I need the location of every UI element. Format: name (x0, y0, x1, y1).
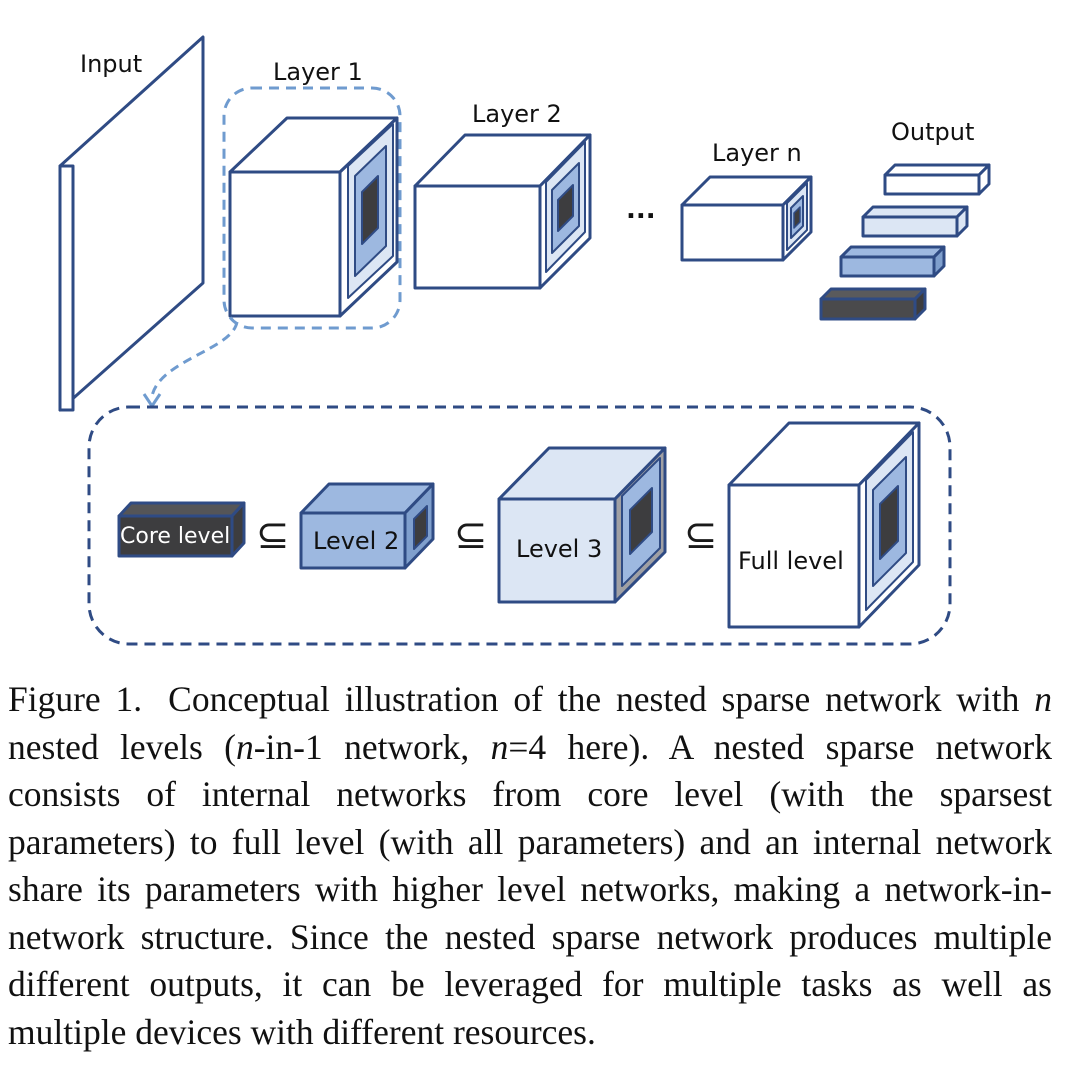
core-level-block (117, 501, 246, 558)
full-level-block (727, 421, 921, 629)
output-bar-3 (839, 245, 946, 278)
layern-label: Layer n (712, 139, 802, 167)
subset-symbol-1: ⊆ (256, 512, 290, 558)
output-label: Output (891, 118, 974, 146)
caption-var-n-2: n (235, 726, 254, 767)
core-level-label: Core level (120, 524, 230, 549)
caption-text-1: Conceptual illustration of the nested sp… (168, 679, 1035, 719)
caption-text-4: =4 here). A nested sparse network consis… (8, 726, 1052, 1052)
layer1-label: Layer 1 (273, 58, 363, 86)
caption-text-3: -in-1 network, (253, 726, 491, 767)
layer1-highlight-box (222, 86, 402, 330)
layer-ellipsis: ... (626, 195, 656, 225)
level3-label: Level 3 (516, 535, 602, 563)
level2-label: Level 2 (313, 527, 399, 555)
layern-cube (680, 175, 813, 262)
full-level-label: Full level (738, 547, 844, 575)
layer2-label: Layer 2 (472, 100, 562, 128)
layer1-cube (228, 116, 399, 318)
output-bar-1 (883, 163, 991, 196)
layer2-cube (413, 133, 592, 290)
output-bar-2 (861, 205, 969, 238)
caption-text-2: nested levels ( (8, 726, 236, 767)
figure-number: Figure 1. (8, 679, 143, 719)
input-label: Input (80, 50, 142, 78)
input-plane (58, 35, 205, 412)
level3-block (497, 446, 667, 604)
output-bar-4 (819, 287, 927, 321)
subset-symbol-3: ⊆ (684, 512, 718, 558)
subset-symbol-2: ⊆ (454, 512, 488, 558)
caption-var-n-1: n (1034, 679, 1052, 719)
caption-var-n-3: n (490, 726, 509, 767)
nested-levels-panel (87, 405, 952, 646)
nested-sparse-network-diagram: Input Layer 1 Layer 2 ... Layer n Output (58, 35, 991, 646)
zoom-arrow (142, 321, 239, 409)
figure-caption: Figure 1. Conceptual illustration of the … (8, 676, 1052, 1056)
level2-block (299, 482, 435, 570)
